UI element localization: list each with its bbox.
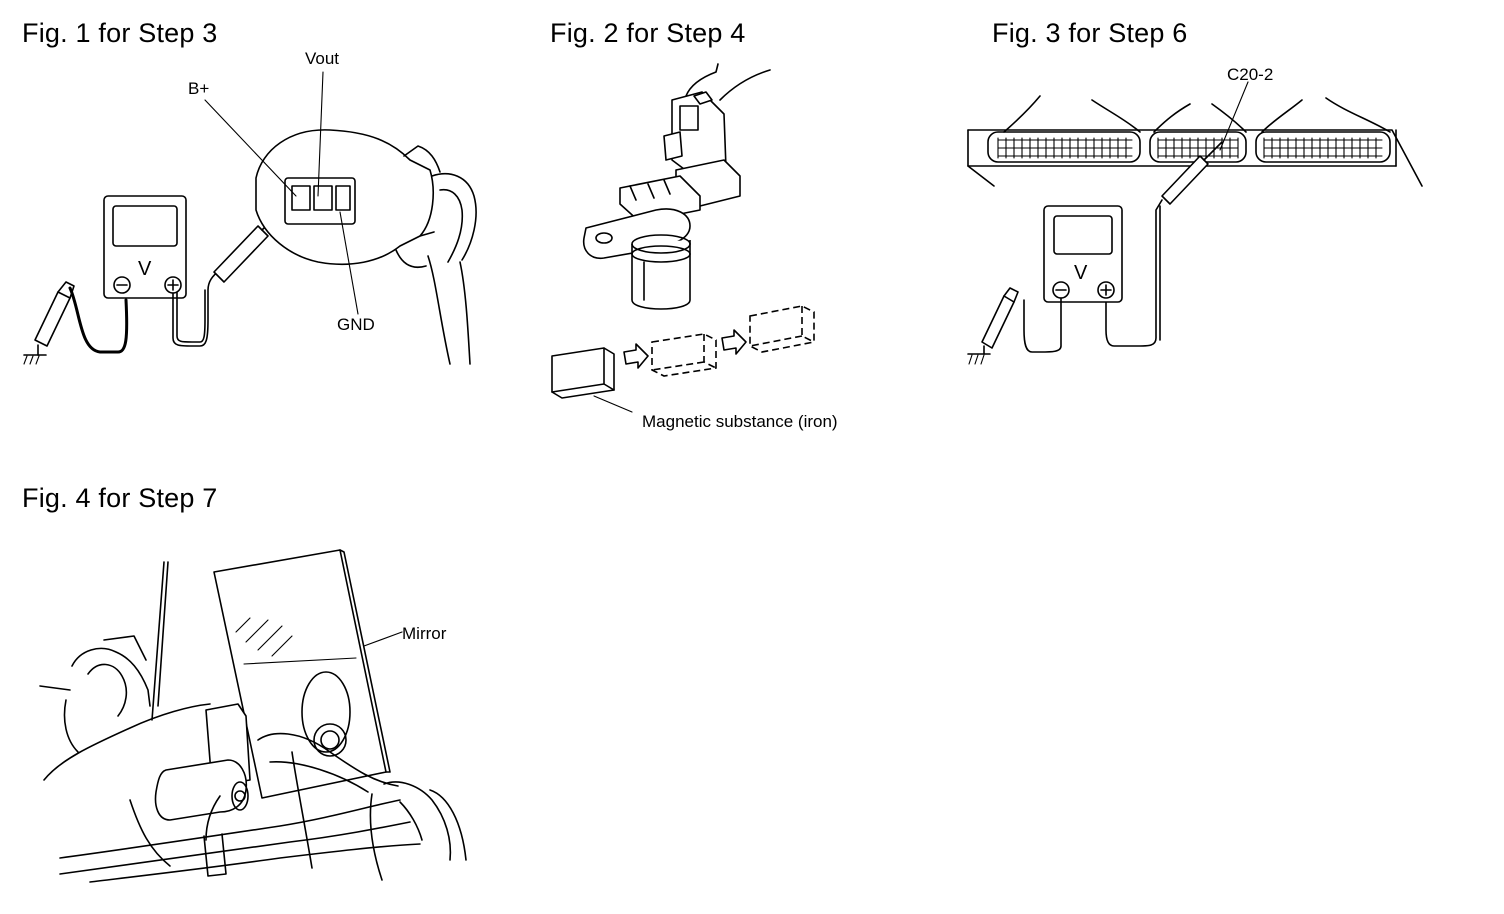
voltmeter-icon (1044, 206, 1122, 302)
hand-illustration (40, 636, 210, 780)
connector-icon (1256, 98, 1390, 162)
arrow-right-icon (624, 344, 648, 368)
sensor-icon (584, 92, 740, 309)
mirror-icon (214, 550, 390, 798)
label-b-plus: B+ (188, 79, 210, 98)
fig2-title: Fig. 2 for Step 4 (550, 18, 746, 48)
probe-icon (1162, 142, 1222, 204)
fig4-title: Fig. 4 for Step 7 (22, 483, 218, 513)
meter-unit-label: V (1074, 262, 1088, 284)
label-c20-2: C20-2 (1227, 65, 1274, 84)
magnet-block (552, 348, 614, 398)
fig1-title: Fig. 1 for Step 3 (22, 18, 218, 48)
label-vout: Vout (305, 49, 340, 68)
label-mirror: Mirror (402, 624, 447, 643)
ground-symbol-icon (24, 345, 46, 364)
meter-unit-label: V (138, 258, 152, 280)
voltmeter-icon (104, 196, 186, 298)
fig3-title: Fig. 3 for Step 6 (992, 18, 1188, 48)
label-magnetic-substance: Magnetic substance (iron) (642, 412, 838, 431)
arrow-right-icon (722, 330, 746, 354)
label-gnd: GND (337, 315, 375, 334)
engine-parts (60, 704, 466, 882)
ground-symbol-icon (968, 346, 990, 364)
